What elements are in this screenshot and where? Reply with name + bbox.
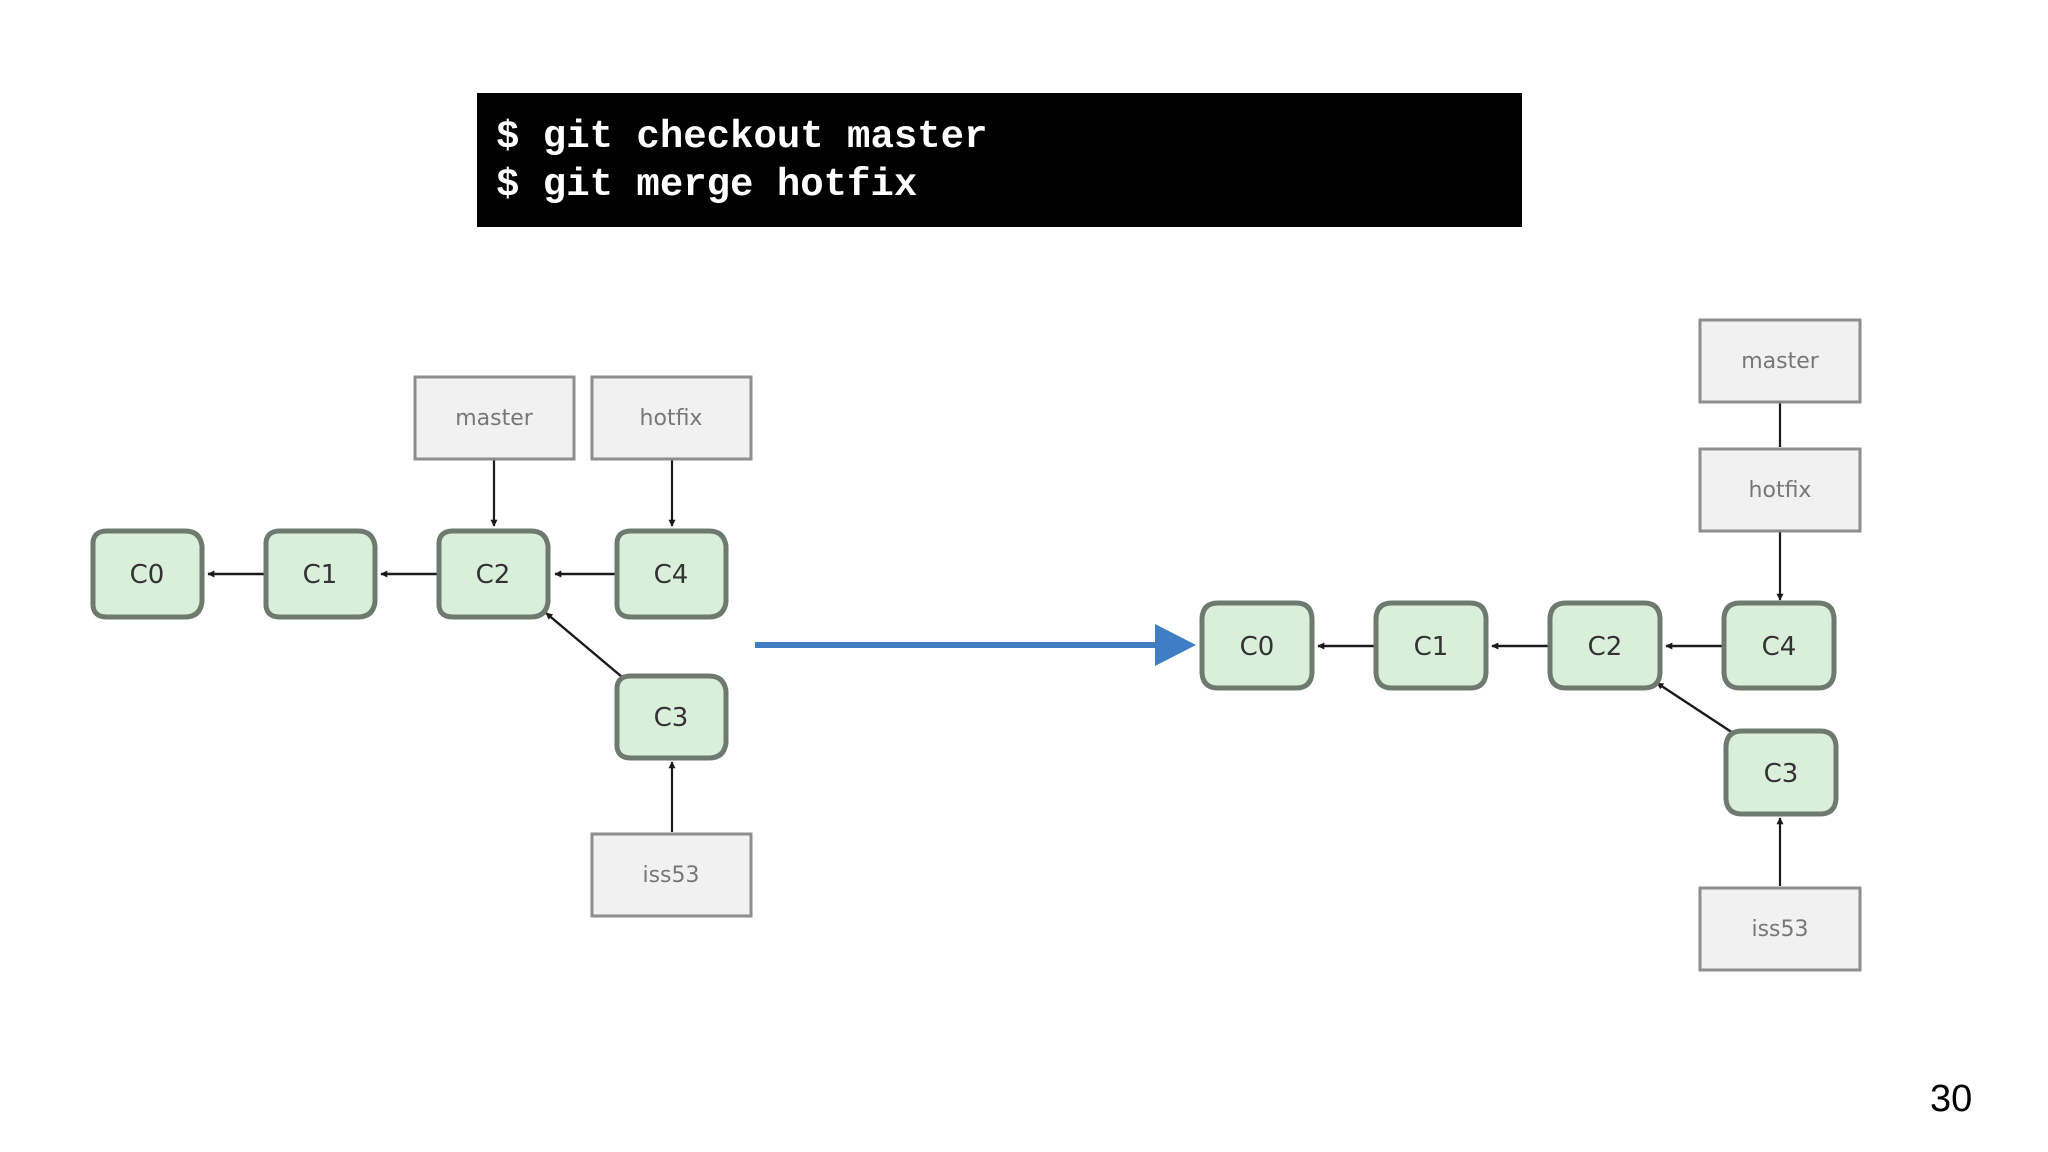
before-commit-c3: C3 xyxy=(614,673,729,761)
before-diagram: C0 C1 C2 C4 C3 master hotfix iss5 xyxy=(90,375,753,918)
before-commit-c1: C1 xyxy=(263,528,378,620)
before-branch-master-label: master xyxy=(455,406,534,431)
after-commit-c3-label: C3 xyxy=(1764,759,1799,789)
before-branch-hotfix-label: hotfix xyxy=(640,406,703,431)
before-commit-c1-label: C1 xyxy=(303,560,338,590)
before-edge-c3-c2 xyxy=(545,612,623,678)
after-commit-c4: C4 xyxy=(1721,600,1837,691)
before-commit-c0-label: C0 xyxy=(130,560,165,590)
before-commit-c4: C4 xyxy=(614,528,729,620)
before-commit-c0: C0 xyxy=(90,528,205,620)
before-branch-master: master xyxy=(413,375,576,461)
after-commit-c2-label: C2 xyxy=(1588,632,1623,662)
after-commit-c0-label: C0 xyxy=(1240,632,1275,662)
terminal-command-merge: $ git merge hotfix xyxy=(496,163,918,207)
after-branch-hotfix: hotfix xyxy=(1698,447,1862,533)
after-commit-c1: C1 xyxy=(1373,600,1489,691)
after-diagram: C0 C1 C2 C4 C3 master hotfix iss5 xyxy=(1199,318,1862,972)
transition-arrow-head xyxy=(1155,624,1196,666)
terminal-block: $ git checkout master $ git merge hotfix xyxy=(477,93,1522,227)
before-branch-hotfix: hotfix xyxy=(590,375,753,461)
after-commit-c2: C2 xyxy=(1547,600,1663,691)
after-commit-c3: C3 xyxy=(1723,728,1839,817)
before-branch-iss53-label: iss53 xyxy=(642,863,699,888)
terminal-command-checkout: $ git checkout master xyxy=(496,115,988,159)
before-branch-iss53: iss53 xyxy=(590,832,753,918)
after-branch-iss53-label: iss53 xyxy=(1751,917,1808,942)
after-branch-iss53: iss53 xyxy=(1698,886,1862,972)
page-number: 30 xyxy=(1930,1078,1973,1120)
after-commit-c1-label: C1 xyxy=(1414,632,1449,662)
transition-arrow xyxy=(755,624,1196,666)
after-commit-c0: C0 xyxy=(1199,600,1315,691)
before-commit-c2-label: C2 xyxy=(476,560,511,590)
after-branch-master-label: master xyxy=(1741,349,1820,374)
after-branch-hotfix-label: hotfix xyxy=(1749,478,1812,503)
after-commit-c4-label: C4 xyxy=(1762,632,1797,662)
before-commit-c2: C2 xyxy=(436,528,551,620)
before-commit-c3-label: C3 xyxy=(654,703,689,733)
before-commit-c4-label: C4 xyxy=(654,560,689,590)
after-edge-c3-c2 xyxy=(1656,681,1734,735)
after-branch-master: master xyxy=(1698,318,1862,404)
